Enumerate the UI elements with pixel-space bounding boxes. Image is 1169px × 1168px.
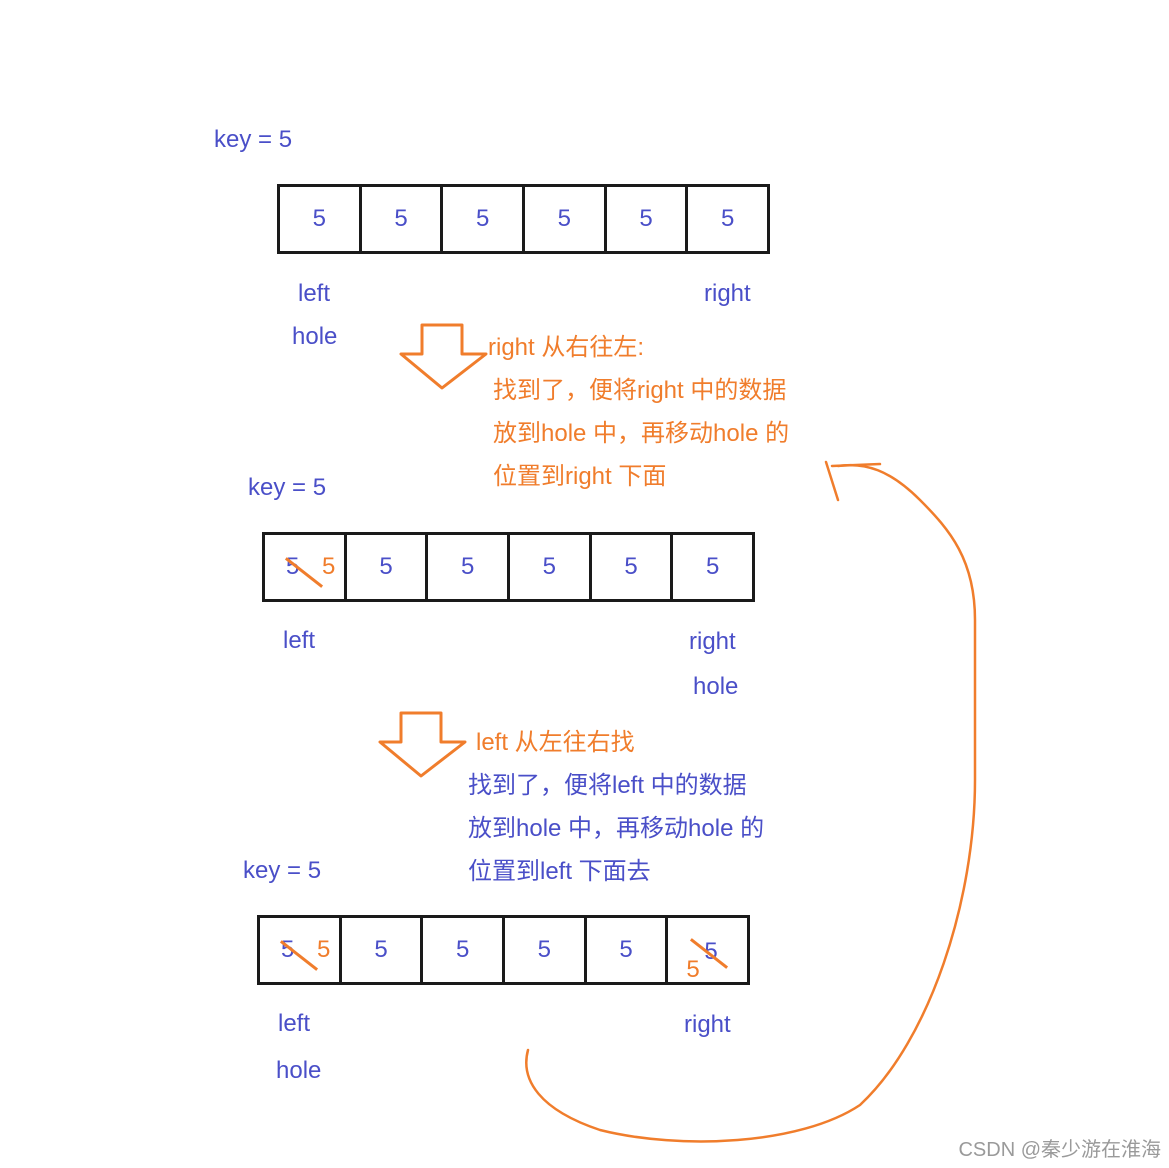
array-cell: 5 bbox=[587, 918, 669, 982]
stage2-right-label: right bbox=[689, 628, 736, 655]
array-cell: 5 bbox=[342, 918, 424, 982]
down-arrow-icon bbox=[378, 711, 467, 778]
array-cell: 5 5 bbox=[265, 535, 347, 599]
stage3-left-label: left bbox=[278, 1010, 311, 1037]
stage1-hole-label: hole bbox=[292, 323, 338, 350]
array-cell: 5 5 bbox=[260, 918, 342, 982]
cell-value: 5 bbox=[624, 553, 638, 580]
stage2-array: 5 5 5 5 5 5 5 bbox=[262, 532, 755, 602]
cell-value: 5 bbox=[537, 936, 552, 963]
array-cell: 5 bbox=[525, 187, 607, 251]
array-cell: 5 bbox=[280, 187, 362, 251]
note1-line: right 从右往左: bbox=[488, 334, 645, 361]
stage3-right-label: right bbox=[684, 1011, 731, 1038]
note2-line: 找到了，便将left 中的数据 bbox=[468, 772, 747, 799]
cell-value: 5 bbox=[639, 205, 653, 232]
cell-value: 5 bbox=[619, 936, 633, 963]
stage2-key-label: key = 5 bbox=[248, 474, 327, 501]
cell-new-value: 5 bbox=[686, 956, 700, 983]
stage1-right-label: right bbox=[704, 280, 751, 307]
note2-line: 位置到left 下面去 bbox=[468, 858, 651, 885]
note1-line: 找到了，便将right 中的数据 bbox=[493, 377, 787, 404]
cell-value: 5 bbox=[721, 205, 735, 232]
watermark: CSDN @秦少游在淮海 bbox=[958, 1139, 1161, 1161]
cell-value: 5 bbox=[706, 553, 720, 580]
stage1-key-label: key = 5 bbox=[214, 126, 293, 153]
cell-value: 5 bbox=[374, 936, 388, 963]
cell-new-value: 5 bbox=[322, 553, 336, 580]
stage2-hole-label: hole bbox=[693, 673, 739, 700]
array-cell: 5 bbox=[443, 187, 526, 251]
cell-new-value: 5 bbox=[317, 936, 331, 963]
stage3-hole-label: hole bbox=[276, 1057, 322, 1084]
stage3-key-label: key = 5 bbox=[243, 857, 322, 884]
array-cell: 5 bbox=[607, 187, 689, 251]
note2-line: 放到hole 中，再移动hole 的 bbox=[468, 815, 765, 842]
cell-value: 5 bbox=[379, 553, 393, 580]
cell-value: 5 bbox=[557, 205, 572, 232]
cell-value: 5 bbox=[475, 205, 490, 232]
note2: left 从左往右找 找到了，便将left 中的数据 放到hole 中，再移动h… bbox=[468, 721, 764, 893]
array-cell: 5 bbox=[673, 535, 752, 599]
stage1-left-label: left bbox=[298, 280, 331, 307]
note1-line: 放到hole 中，再移动hole 的 bbox=[493, 420, 790, 447]
stage3-array: 5 5 5 5 5 5 5 5 bbox=[257, 915, 750, 985]
cell-value: 5 bbox=[394, 205, 408, 232]
cell-value: 5 bbox=[455, 936, 470, 963]
down-arrow-icon bbox=[399, 323, 488, 390]
cell-value: 5 bbox=[312, 205, 326, 232]
array-cell: 5 bbox=[510, 535, 592, 599]
note1: right 从右往左: 找到了，便将right 中的数据 放到hole 中，再移… bbox=[488, 326, 789, 498]
note1-line: 位置到right 下面 bbox=[493, 463, 667, 490]
array-cell: 5 bbox=[428, 535, 511, 599]
array-cell: 5 bbox=[423, 918, 506, 982]
array-cell: 5 bbox=[505, 918, 587, 982]
array-cell: 5 bbox=[592, 535, 674, 599]
stage2-left-label: left bbox=[283, 627, 316, 654]
cell-value: 5 bbox=[460, 553, 475, 580]
array-cell: 5 bbox=[347, 535, 429, 599]
array-cell: 5 bbox=[362, 187, 444, 251]
stage1-array: 5 5 5 5 5 5 bbox=[277, 184, 770, 254]
cell-value: 5 bbox=[542, 553, 557, 580]
note2-title: left 从左往右找 bbox=[476, 729, 635, 756]
array-cell: 5 bbox=[688, 187, 767, 251]
array-cell: 5 5 bbox=[668, 918, 747, 983]
